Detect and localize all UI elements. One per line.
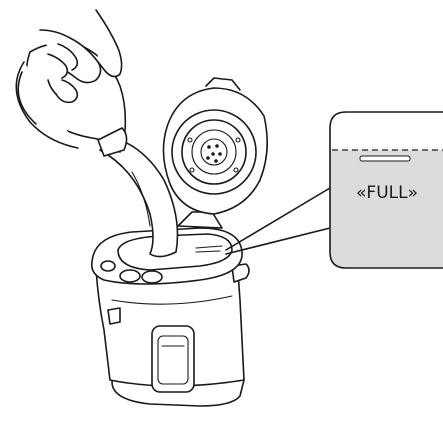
water-level-window	[152, 326, 194, 392]
button-icon-mid	[120, 270, 140, 282]
button-icon-right	[142, 271, 162, 283]
full-label: «FULL»	[356, 183, 418, 203]
button-icon-left	[101, 261, 115, 271]
open-lid-icon	[163, 78, 267, 214]
